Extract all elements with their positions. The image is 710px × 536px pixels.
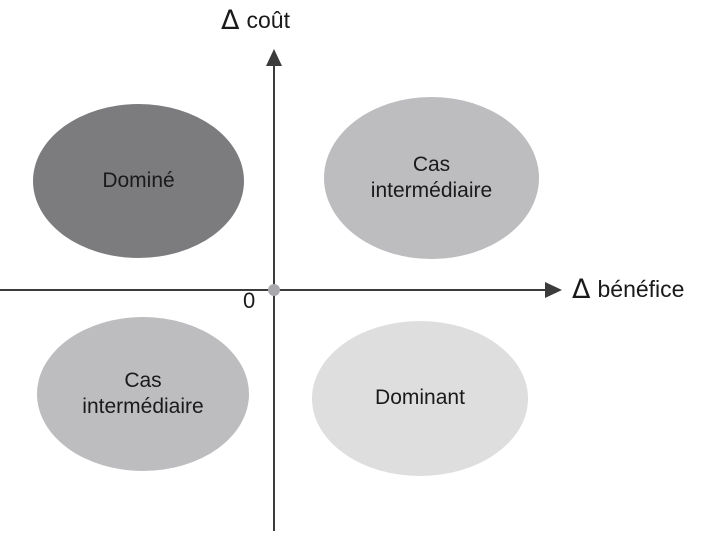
origin-label: 0 — [243, 288, 256, 313]
origin-dot-icon — [268, 284, 280, 296]
x-axis-title-label: bénéfice — [597, 276, 685, 302]
quadrant-label-intermediate-bottom-left: Cas intermédiaire — [82, 368, 204, 418]
quadrant-ellipse-intermediate-top-right[interactable]: Cas intermédiaire — [324, 97, 539, 259]
y-axis-title: Δ coût — [221, 7, 290, 34]
quadrant-ellipse-dominated[interactable]: Dominé — [33, 104, 244, 258]
quadrant-label-dominated: Dominé — [102, 168, 175, 192]
delta-triangle-icon: Δ — [221, 5, 240, 36]
x-axis-title: Δ bénéfice — [572, 276, 684, 303]
y-axis-title-label: coût — [246, 7, 290, 33]
quadrant-ellipse-intermediate-bottom-left[interactable]: Cas intermédiaire — [37, 317, 249, 471]
delta-triangle-icon: Δ — [572, 274, 591, 305]
quadrant-label-dominant: Dominant — [375, 386, 465, 410]
y-axis-arrow-icon — [266, 49, 282, 66]
quadrant-label-intermediate-top-right: Cas intermédiaire — [370, 152, 493, 202]
quadrant-ellipse-dominant[interactable]: Dominant — [312, 321, 528, 476]
x-axis-arrow-icon — [545, 282, 562, 298]
